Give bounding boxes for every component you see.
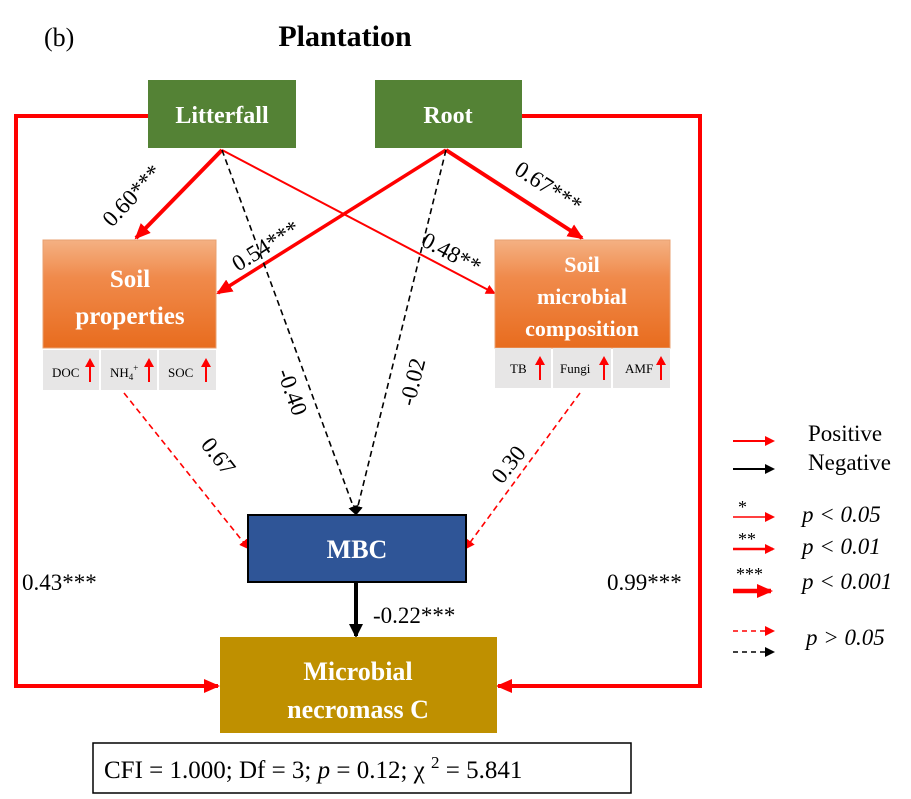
legend-p005: * p < 0.05 bbox=[733, 497, 881, 527]
microbial-indicators: TB Fungi AMF bbox=[495, 348, 670, 388]
path-root-soilprops bbox=[216, 148, 447, 295]
indicator-nh4-up-arrow bbox=[144, 358, 154, 382]
coef-root-microbial: 0.67*** bbox=[510, 156, 586, 218]
legend-p005-stars: * bbox=[738, 497, 747, 517]
legend-negative-label: Negative bbox=[808, 450, 891, 475]
node-mbc-label: MBC bbox=[327, 535, 388, 564]
node-soil-microbial: Soil microbial composition bbox=[494, 239, 671, 349]
node-litterfall: Litterfall bbox=[148, 80, 296, 148]
node-soil-microbial-line1: Soil bbox=[564, 252, 599, 277]
node-soil-microbial-line2: microbial bbox=[537, 284, 627, 309]
indicator-soc: SOC bbox=[168, 365, 193, 380]
path-litterfall-soilprops bbox=[134, 148, 224, 240]
indicator-tb-up-arrow bbox=[535, 356, 545, 380]
path-litterfall-necromass bbox=[14, 114, 220, 693]
legend-p0001-label: p < 0.001 bbox=[800, 569, 892, 594]
node-soil-microbial-line3: composition bbox=[525, 316, 639, 341]
indicator-tb: TB bbox=[510, 361, 527, 376]
coef-litterfall-mbc: -0.40 bbox=[272, 365, 312, 419]
legend-positive: Positive bbox=[733, 421, 882, 446]
coef-litterfall-necromass: 0.43*** bbox=[22, 570, 97, 595]
legend-ns: p > 0.05 bbox=[733, 625, 885, 657]
node-necromass: Microbial necromass C bbox=[220, 637, 497, 733]
legend-p001-stars: ** bbox=[738, 529, 756, 549]
legend-p0001: *** p < 0.001 bbox=[733, 564, 892, 598]
soil-property-indicators: DOC NH4+ SOC bbox=[43, 350, 216, 390]
indicator-doc: DOC bbox=[52, 365, 79, 380]
indicator-soc-up-arrow bbox=[201, 358, 211, 382]
node-necromass-line1: Microbial bbox=[303, 657, 412, 686]
coef-litterfall-soilprops: 0.60*** bbox=[97, 160, 166, 232]
node-soil-properties: Soil properties bbox=[42, 239, 217, 349]
legend-p005-label: p < 0.05 bbox=[800, 502, 881, 527]
path-litterfall-mbc bbox=[221, 149, 358, 516]
coef-microbial-mbc: 0.30 bbox=[486, 441, 530, 488]
diagram-title: Plantation bbox=[278, 20, 412, 53]
coef-root-mbc: -0.02 bbox=[395, 356, 431, 409]
path-soilprops-mbc bbox=[123, 392, 250, 550]
panel-label: (b) bbox=[44, 23, 74, 52]
legend-p001-label: p < 0.01 bbox=[800, 534, 881, 559]
legend-positive-label: Positive bbox=[808, 421, 882, 446]
legend: Positive Negative * p < 0.05 ** p < 0.01… bbox=[733, 421, 892, 657]
node-necromass-line2: necromass C bbox=[287, 695, 429, 724]
node-soil-properties-line1: Soil bbox=[110, 266, 150, 293]
legend-p0001-stars: *** bbox=[736, 564, 763, 584]
path-microbial-mbc bbox=[464, 392, 581, 550]
node-mbc: MBC bbox=[247, 514, 467, 583]
indicator-amf: AMF bbox=[625, 361, 653, 376]
node-root-label: Root bbox=[423, 103, 472, 129]
legend-p001: ** p < 0.01 bbox=[733, 529, 881, 559]
path-root-mbc bbox=[353, 149, 447, 516]
coef-mbc-necromass: -0.22*** bbox=[373, 603, 455, 628]
path-root-necromass bbox=[496, 114, 702, 693]
path-root-microbial bbox=[444, 148, 584, 240]
indicator-fungi: Fungi bbox=[560, 361, 591, 376]
coef-root-necromass: 0.99*** bbox=[607, 570, 682, 595]
fit-stats-box: CFI = 1.000; Df = 3; p = 0.12; χ 2 = 5.8… bbox=[92, 742, 632, 794]
path-litterfall-microbial bbox=[221, 149, 496, 294]
fit-stats-text: CFI = 1.000; Df = 3; p = 0.12; χ 2 = 5.8… bbox=[104, 753, 522, 784]
indicator-amf-up-arrow bbox=[656, 356, 666, 380]
coef-soilprops-mbc: 0.67 bbox=[196, 433, 240, 480]
indicator-doc-up-arrow bbox=[85, 358, 95, 382]
legend-ns-label: p > 0.05 bbox=[804, 625, 885, 650]
node-soil-properties-line2: properties bbox=[75, 303, 185, 330]
node-litterfall-label: Litterfall bbox=[175, 103, 269, 129]
node-root: Root bbox=[375, 80, 522, 148]
indicator-fungi-up-arrow bbox=[599, 356, 609, 380]
legend-negative: Negative bbox=[733, 450, 891, 475]
